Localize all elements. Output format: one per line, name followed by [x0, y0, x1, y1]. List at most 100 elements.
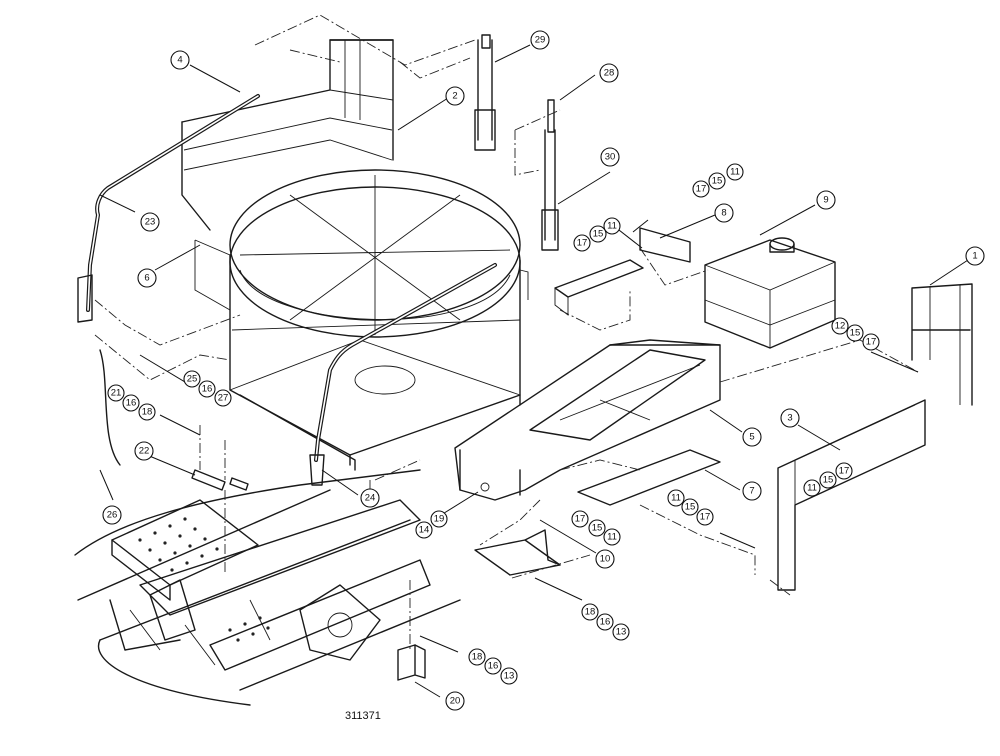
chute-assembly [454, 339, 721, 501]
callout-2: 2 [445, 86, 465, 106]
callout-9: 9 [816, 190, 836, 210]
svg-text:5: 5 [749, 432, 754, 443]
callout-19: 19 [430, 510, 448, 528]
svg-text:15: 15 [850, 328, 861, 339]
callout-13-frame: 13 [500, 667, 518, 685]
callout-5: 5 [742, 427, 762, 447]
svg-text:10: 10 [600, 554, 611, 565]
callout-11-plate: 11 [603, 217, 621, 235]
svg-text:6: 6 [144, 273, 149, 284]
callout-11-upper: 11 [726, 163, 744, 181]
svg-text:21: 21 [111, 388, 122, 399]
svg-text:15: 15 [592, 523, 603, 534]
svg-text:11: 11 [607, 221, 617, 232]
callout-6: 6 [137, 268, 157, 288]
drawing-number: 311371 [345, 710, 381, 722]
svg-text:7: 7 [749, 486, 754, 497]
svg-text:29: 29 [535, 35, 546, 46]
svg-text:17: 17 [866, 337, 877, 348]
leader-lines [99, 44, 969, 698]
svg-text:4: 4 [177, 55, 182, 66]
callout-15-bracket10: 15 [588, 519, 606, 537]
svg-text:22: 22 [139, 446, 150, 457]
svg-text:24: 24 [365, 493, 376, 504]
callout-8: 8 [714, 203, 734, 223]
callout-15-plate7: 15 [681, 498, 699, 516]
svg-text:15: 15 [712, 176, 723, 187]
callout-29: 29 [530, 30, 550, 50]
callout-4: 4 [170, 50, 190, 70]
callout-16-left: 16 [122, 394, 140, 412]
callout-17-plate: 17 [573, 234, 591, 252]
callout-16-chute: 16 [596, 613, 614, 631]
svg-text:11: 11 [730, 167, 740, 178]
svg-text:20: 20 [450, 696, 461, 707]
hardware [99, 349, 490, 492]
hopper-assembly [181, 39, 529, 471]
svg-text:15: 15 [823, 475, 834, 486]
svg-text:11: 11 [671, 493, 681, 504]
callout-11-guard: 11 [803, 479, 821, 497]
callout-16-hopper: 16 [198, 380, 216, 398]
callout-24: 24 [360, 488, 380, 508]
svg-text:17: 17 [575, 514, 586, 525]
svg-text:15: 15 [593, 229, 604, 240]
plate-7 [577, 449, 721, 506]
callout-18-frame: 18 [468, 648, 486, 666]
bracket-8 [639, 227, 691, 263]
callout-30: 30 [600, 147, 620, 167]
svg-text:2: 2 [452, 91, 457, 102]
callout-17-upper: 17 [692, 180, 710, 198]
svg-text:30: 30 [605, 152, 616, 163]
svg-text:23: 23 [145, 217, 156, 228]
svg-text:25: 25 [187, 374, 198, 385]
svg-text:28: 28 [604, 68, 615, 79]
svg-text:26: 26 [107, 510, 118, 521]
callout-12: 12 [831, 317, 849, 335]
svg-text:9: 9 [823, 195, 828, 206]
callout-17-ladder: 17 [862, 333, 880, 351]
svg-text:15: 15 [685, 502, 696, 513]
callout-17-guard: 17 [835, 462, 853, 480]
svg-text:17: 17 [577, 238, 588, 249]
tank-9 [704, 237, 836, 349]
svg-text:19: 19 [434, 514, 445, 525]
callout-18-left: 18 [138, 403, 156, 421]
svg-text:11: 11 [807, 483, 817, 494]
svg-text:16: 16 [600, 617, 611, 628]
callout-17-bracket10: 17 [571, 510, 589, 528]
svg-text:12: 12 [835, 321, 846, 332]
plate-top [554, 259, 644, 316]
svg-text:27: 27 [218, 393, 229, 404]
callout-15-upper: 15 [708, 172, 726, 190]
callout-15-ladder: 15 [846, 324, 864, 342]
callout-13-chute: 13 [612, 623, 630, 641]
svg-text:16: 16 [488, 661, 499, 672]
callout-14: 14 [415, 521, 433, 539]
svg-text:17: 17 [839, 466, 850, 477]
svg-text:13: 13 [504, 671, 515, 682]
svg-text:3: 3 [787, 413, 792, 424]
rod-28-30 [541, 99, 559, 251]
callout-15-guard: 15 [819, 471, 837, 489]
callout-11-plate7: 11 [667, 489, 685, 507]
callout-20: 20 [445, 691, 465, 711]
svg-text:16: 16 [202, 384, 213, 395]
callout-17-plate7: 17 [696, 508, 714, 526]
svg-text:14: 14 [419, 525, 430, 536]
guard-3 [777, 399, 926, 591]
svg-text:1: 1 [972, 251, 977, 262]
assembly-lines [94, 14, 919, 650]
callout-15-plate: 15 [589, 225, 607, 243]
callout-26: 26 [102, 505, 122, 525]
callout-16-frame: 16 [484, 657, 502, 675]
callout-23: 23 [140, 212, 160, 232]
svg-text:8: 8 [721, 208, 726, 219]
svg-text:18: 18 [585, 607, 596, 618]
callout-3: 3 [780, 408, 800, 428]
plate-10 [474, 529, 561, 576]
callout-7: 7 [742, 481, 762, 501]
callout-28: 28 [599, 63, 619, 83]
handrail-23 [77, 94, 260, 323]
